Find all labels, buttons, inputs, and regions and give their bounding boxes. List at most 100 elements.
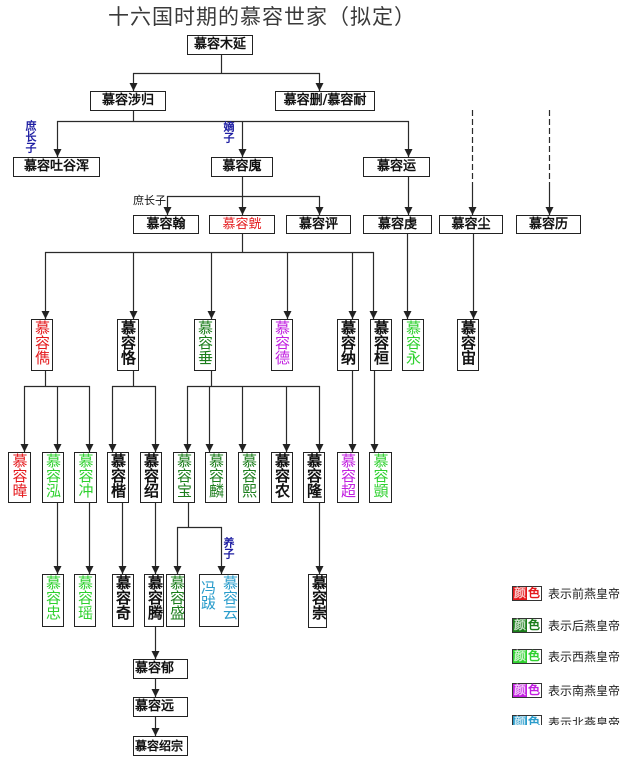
- person-node-hui: 慕容廆: [211, 157, 273, 177]
- person-node-shannai: 慕容删/慕容耐: [275, 91, 375, 111]
- person-node-shegui: 慕容涉归: [90, 91, 166, 111]
- swatch-char: 颜: [513, 648, 527, 663]
- person-node-yi: 慕容顗: [369, 452, 392, 503]
- legend-item: 颜色 表示前燕皇帝: [512, 585, 620, 601]
- person-node-shaozong: 慕容绍宗: [133, 736, 188, 756]
- person-node-han: 慕容翰: [133, 215, 199, 234]
- legend-text: 表示北燕皇帝: [548, 715, 621, 726]
- person-node-huan: 慕容桓: [370, 319, 392, 371]
- person-node-de: 慕容德: [271, 319, 293, 371]
- person-node-xi: 慕容熙: [238, 452, 260, 503]
- legend-item: 颜色 表示后燕皇帝: [512, 617, 620, 633]
- person-name: 慕容崇: [310, 575, 327, 620]
- legend-text: 表示后燕皇帝: [548, 618, 621, 633]
- swatch-char: 色: [527, 715, 541, 725]
- swatch-char: 色: [527, 682, 541, 697]
- person-name: 慕容盛: [168, 575, 185, 620]
- swatch-char: 色: [527, 617, 541, 632]
- label-eldest-concubine-son: 庶长子: [133, 194, 166, 207]
- person-name: 慕容麟: [207, 453, 225, 498]
- person-node-huang: 慕容皝: [209, 215, 275, 234]
- swatch-char: 颜: [513, 715, 527, 725]
- person-node-na: 慕容纳: [337, 319, 359, 371]
- person-node-bao: 慕容宝: [173, 452, 195, 503]
- person-node-yun-uncle: 慕容运: [363, 157, 430, 177]
- person-name: 慕容瑶: [76, 575, 94, 620]
- person-name: 慕容腾: [146, 575, 164, 620]
- person-name: 慕容超: [339, 453, 357, 498]
- person-name: 慕容熙: [240, 453, 258, 498]
- person-name: 慕容云: [221, 575, 239, 620]
- person-name: 慕容奇: [114, 575, 132, 620]
- person-name: 慕容暐: [10, 453, 29, 498]
- legend-text: 表示前燕皇帝: [548, 586, 621, 601]
- label-legitimate-son: 嫡子: [222, 121, 235, 143]
- legend-text: 表示西燕皇帝: [548, 649, 621, 664]
- person-node-sheng: 慕容盛: [166, 574, 185, 627]
- person-name: 慕容顗: [371, 453, 390, 498]
- person-node-chui: 慕容垂: [194, 319, 216, 371]
- person-name: 慕容纳: [339, 320, 357, 365]
- person-node-long: 慕容隆: [303, 452, 325, 503]
- person-name: 慕容垂: [196, 320, 214, 365]
- diagram-title: 十六国时期的慕容世家（拟定）: [108, 5, 416, 29]
- label-adopted-son: 养子: [222, 537, 235, 559]
- person-node-chong: 慕容冲: [74, 452, 97, 503]
- person-name: 慕容农: [273, 453, 291, 498]
- swatch-char: 色: [527, 648, 541, 663]
- person-name: 慕容桓: [372, 320, 390, 365]
- person-node-yuan: 慕容远: [133, 697, 188, 717]
- person-node-chong2: 慕容崇: [308, 574, 327, 628]
- swatch-char: 色: [527, 585, 541, 600]
- person-node-hong: 慕容泓: [42, 452, 64, 503]
- legend-swatch: 颜色: [512, 648, 542, 664]
- person-name: 慕容冲: [76, 453, 95, 498]
- person-node-qi: 慕容奇: [112, 574, 134, 627]
- person-node-chen: 慕容尘: [439, 215, 503, 234]
- legend-item-clipped: 颜色 表示北燕皇帝: [508, 712, 640, 725]
- legend-swatch: 颜色: [512, 617, 542, 633]
- person-node-wei: 慕容暐: [8, 452, 31, 503]
- person-name: 慕容泓: [44, 453, 62, 498]
- person-name: 慕容宝: [175, 453, 193, 498]
- legend-item: 颜色 表示南燕皇帝: [512, 682, 620, 698]
- person-node-zhong: 慕容忠: [42, 574, 64, 627]
- person-name: 慕容忠: [44, 575, 62, 620]
- legend-swatch: 颜色: [512, 585, 542, 601]
- person-node-qian: 慕容虔: [363, 215, 432, 234]
- swatch-char: 颜: [513, 585, 527, 600]
- person-node-yao: 慕容瑶: [74, 574, 96, 627]
- legend-text: 表示南燕皇帝: [548, 683, 621, 698]
- person-node-nong: 慕容农: [271, 452, 293, 503]
- person-name: 慕容永: [404, 320, 422, 365]
- person-name: 慕容宙: [459, 320, 477, 365]
- person-name: 慕容绍: [142, 453, 160, 498]
- person-node-yu: 慕容郁: [133, 659, 188, 679]
- person-node-zhou: 慕容宙: [457, 319, 479, 371]
- legend-item: 颜色 表示北燕皇帝: [512, 714, 620, 725]
- person-name: 慕容德: [273, 320, 291, 365]
- person-node-lin: 慕容麟: [205, 452, 227, 503]
- person-node-li: 慕容历: [516, 215, 581, 234]
- person-node-muyan: 慕容木延: [187, 35, 253, 55]
- legend-swatch: 颜色: [512, 714, 542, 725]
- label-eldest-concubine-son: 庶长子: [24, 120, 37, 153]
- person-node-yong: 慕容永: [402, 319, 424, 371]
- swatch-char: 颜: [513, 617, 527, 632]
- person-node-ping: 慕容评: [286, 215, 351, 234]
- person-node-yun-fengba: 慕容云 冯跋: [199, 574, 239, 627]
- legend-swatch: 颜色: [512, 682, 542, 698]
- person-node-chao: 慕容超: [337, 452, 359, 503]
- person-alias: 冯跋: [199, 580, 217, 610]
- person-node-tuyuhun: 慕容吐谷浑: [13, 157, 100, 177]
- person-node-ke: 慕容恪: [117, 319, 139, 371]
- person-name: 慕容楷: [109, 453, 127, 498]
- person-node-teng: 慕容腾: [144, 574, 164, 627]
- person-name: 慕容恪: [119, 320, 137, 365]
- person-node-kai: 慕容楷: [107, 452, 129, 503]
- person-node-shao: 慕容绍: [140, 452, 162, 503]
- person-name: 慕容隆: [305, 453, 323, 498]
- legend-item: 颜色 表示西燕皇帝: [512, 648, 620, 664]
- swatch-char: 颜: [513, 682, 527, 697]
